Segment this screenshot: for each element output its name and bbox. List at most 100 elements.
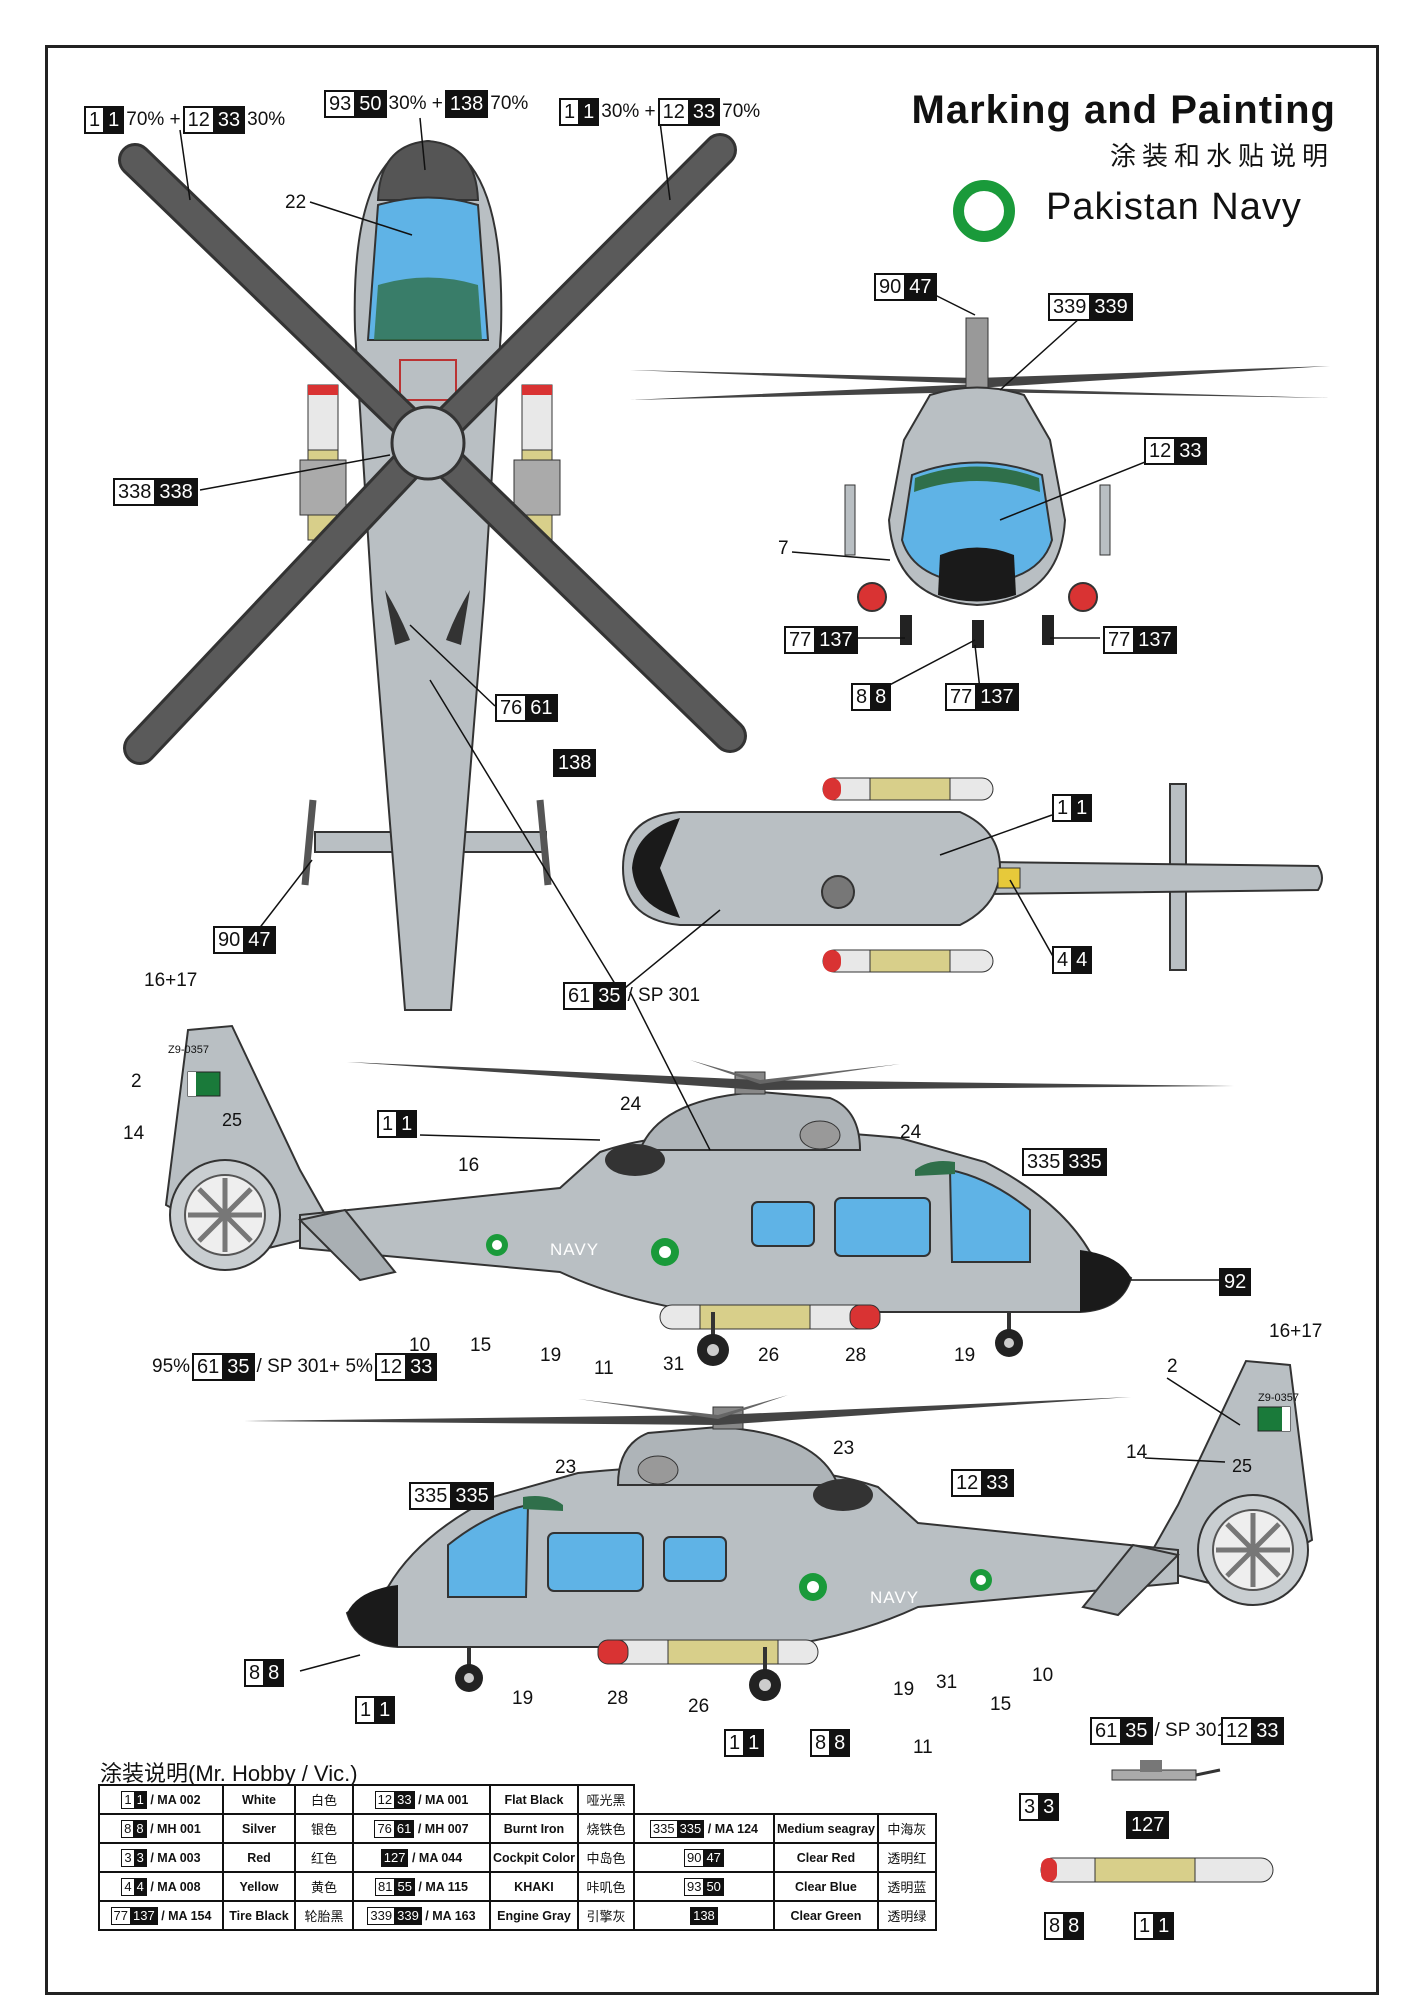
color-name-en: Cockpit Color [489, 1842, 579, 1873]
color-chip-dark: 137 [130, 1906, 158, 1925]
callout-text: 15 [990, 1694, 1012, 1715]
side-view-right-facing [166, 1026, 1234, 1366]
color-chip-dark: 339 [394, 1906, 422, 1925]
color-chip-dark: 8 [870, 683, 892, 711]
color-name-cn: 哑光黑 [576, 1784, 635, 1815]
callout-text: 70% [722, 101, 761, 122]
callout-text: 16+17 [1269, 1321, 1323, 1342]
color-chip-dark: 50 [354, 90, 387, 118]
sensor-mount [1111, 1760, 1221, 1781]
paint-code: / MA 115 [414, 1879, 468, 1894]
callout-text: 2 [1167, 1356, 1178, 1377]
color-name-en: Yellow [222, 1871, 296, 1902]
marking-callout: 16+17 [142, 970, 199, 992]
color-chip-light: 8 [1044, 1912, 1064, 1940]
pakistan-navy-roundel-icon [953, 180, 1015, 242]
color-chip-dark: 138 [444, 90, 489, 118]
color-chip-dark: 338 [154, 478, 198, 506]
callout-text: 70% [490, 93, 529, 114]
color-chip-dark: 335 [1063, 1148, 1107, 1176]
color-chip-dark: 33 [981, 1469, 1014, 1497]
color-chip-light: 1 [724, 1729, 744, 1757]
color-chip-dark: 335 [676, 1819, 705, 1838]
page-border [45, 45, 1379, 1995]
marking-callout: 16 [456, 1155, 481, 1177]
color-name-cn: 透明绿 [876, 1900, 937, 1931]
callout-text: 19 [512, 1688, 534, 1709]
color-chip-light: 12 [1221, 1717, 1252, 1745]
operator-name: Pakistan Navy [1046, 186, 1302, 228]
marking-callout: 19 [538, 1345, 563, 1367]
bottom-view [621, 777, 1323, 973]
color-chip-dark: 127 [1126, 1811, 1170, 1839]
marking-callout: 19 [510, 1688, 535, 1710]
color-chip-light: 4 [121, 1877, 134, 1896]
marking-callout: 11 [911, 1737, 935, 1759]
paint-table-caption: 涂装说明(Mr. Hobby / Vic.) [100, 1761, 358, 1786]
marking-callout: 31 [661, 1354, 686, 1376]
color-chip-dark: 1 [133, 1790, 147, 1809]
color-chip-dark: 33 [394, 1790, 415, 1809]
color-name-cn: 透明蓝 [876, 1871, 937, 1902]
color-chip-light: 76 [495, 694, 526, 722]
torpedo-lower [822, 949, 994, 973]
color-name-en: Silver [222, 1813, 296, 1844]
paint-code: / MA 154 [157, 1908, 212, 1923]
color-chip-dark: 1 [374, 1696, 396, 1724]
marking-callout: 11 [592, 1358, 616, 1380]
color-chip-dark: 138 [690, 1906, 718, 1925]
color-chip-light: 93 [683, 1877, 704, 1896]
callout-text: 11 [594, 1358, 614, 1379]
color-name-en: Burnt Iron [489, 1813, 579, 1844]
color-name-en: Engine Gray [489, 1900, 579, 1931]
callout-text: 14 [1126, 1442, 1148, 1463]
color-chip-light: 338 [113, 478, 155, 506]
color-chip-dark: 4 [1071, 946, 1093, 974]
top-view [118, 133, 747, 1011]
color-chip-light: 8 [121, 1819, 134, 1838]
color-chip-light: 12 [374, 1353, 406, 1381]
color-chip-light: 1 [355, 1696, 375, 1724]
callout-text: 24 [620, 1094, 642, 1115]
callout-text: 19 [540, 1345, 562, 1366]
color-name-cn: 白色 [294, 1784, 354, 1815]
torpedo-upper [822, 777, 994, 801]
color-chip-light: 12 [182, 106, 213, 134]
callout-text: / SP 301 [627, 985, 701, 1006]
color-chip-light: 335 [649, 1819, 677, 1838]
callout-text: / SP 301 [1154, 1720, 1228, 1741]
marking-callout: 28 [843, 1345, 868, 1367]
color-chip-light: 1 [84, 106, 104, 134]
color-chip-dark: 47 [703, 1848, 724, 1867]
leader-lines [179, 117, 1241, 1672]
marking-callout: 10 [407, 1335, 432, 1357]
color-chip-light: 12 [657, 98, 688, 126]
color-name-en: Medium seagray [772, 1813, 879, 1844]
color-chip-dark: 8 [133, 1819, 147, 1838]
color-chip-light: 90 [213, 926, 244, 954]
color-chip-light: 76 [374, 1819, 394, 1838]
paint-code: / MH 001 [146, 1821, 201, 1836]
color-chip-light: 1 [1134, 1912, 1154, 1940]
callout-text: 22 [285, 192, 307, 213]
tail-number-left-facing: 25 [1232, 1456, 1253, 1476]
color-chip-dark: 1 [396, 1110, 418, 1138]
color-chip-dark: 1 [1153, 1912, 1175, 1940]
color-name-cn: 咔叽色 [576, 1871, 635, 1902]
